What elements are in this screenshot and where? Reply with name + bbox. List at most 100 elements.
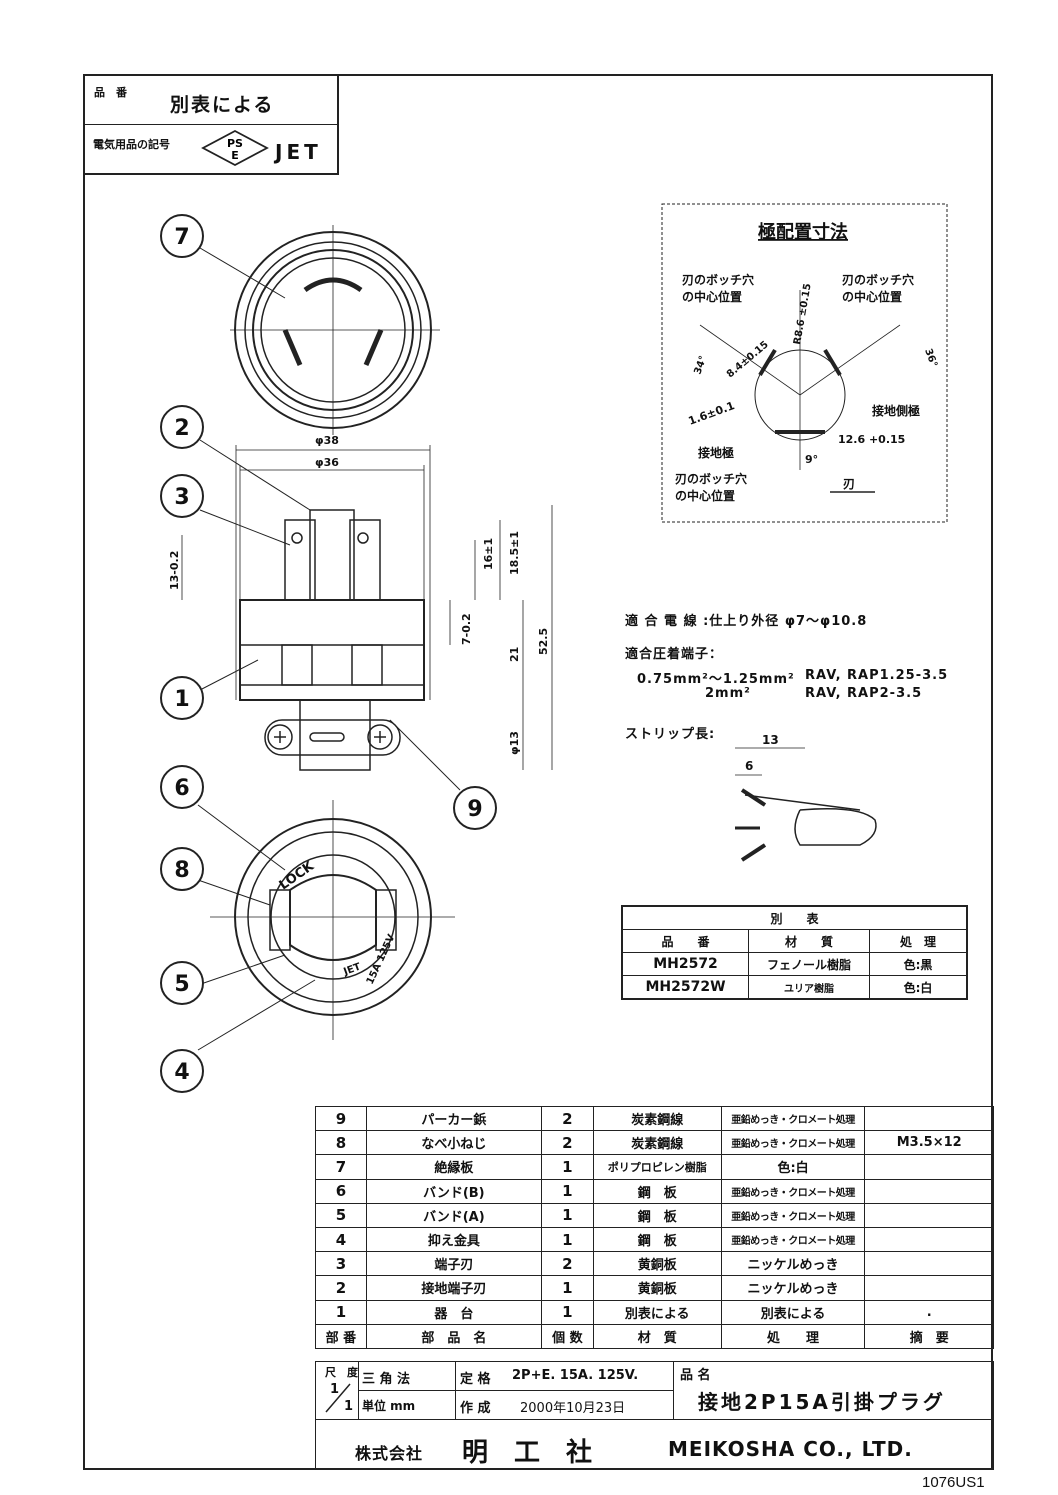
column-header: 部 番 xyxy=(315,1323,367,1349)
symbol-label: 電気用品の記号 xyxy=(93,138,170,151)
table-cell: 別表による xyxy=(592,1299,722,1325)
note-crimp-title: 適合圧着端子： xyxy=(625,647,724,662)
column-header: 個 数 xyxy=(540,1323,594,1349)
table-cell: 8 xyxy=(315,1130,367,1156)
variant-title: 別 表 xyxy=(621,905,968,930)
table-cell: 1 xyxy=(315,1299,367,1325)
pole-earth: 接地極 xyxy=(698,445,734,460)
table-cell: 亜鉛めっき・クロメート処理 xyxy=(720,1202,866,1228)
dim-36: φ36 xyxy=(315,456,339,469)
made-value: 2000年10月23日 xyxy=(520,1401,626,1416)
pole-center-tr-2: の中心位置 xyxy=(842,289,902,304)
table-cell: 亜鉛めっき・クロメート処理 xyxy=(720,1105,866,1132)
table-row: 5 バンド(A) 1 鋼 板 亜鉛めっき・クロメート処理 xyxy=(315,1202,994,1228)
scale-top: 1 xyxy=(330,1382,340,1397)
table-cell: 9 xyxy=(315,1105,367,1132)
product-name: 接地2P15A引掛プラグ xyxy=(698,1390,946,1414)
pole-a36: 36° xyxy=(922,347,939,369)
dim-16: 16±1 xyxy=(482,538,495,570)
table-cell: 2 xyxy=(315,1275,367,1301)
table-cell: 5 xyxy=(315,1202,367,1228)
company-box xyxy=(315,1419,994,1470)
table-cell: 絶縁板 xyxy=(365,1154,542,1180)
variant-header: 材 質 xyxy=(748,929,870,953)
pole-earth-side: 接地側極 xyxy=(872,403,920,418)
callout-8: 8 xyxy=(174,858,189,883)
variant-cell: 色:黒 xyxy=(869,952,968,976)
pole-a9: 9° xyxy=(805,453,818,466)
table-cell: 1 xyxy=(540,1299,594,1325)
note-crimp1-size: 0.75mm²～1.25mm² xyxy=(637,672,795,687)
table-row: 2 接地端子刃 1 黄銅板 ニッケルめっき xyxy=(315,1275,994,1301)
table-cell: 鋼 板 xyxy=(592,1178,722,1204)
table-cell: 器 台 xyxy=(365,1299,542,1325)
pse-text-2: E xyxy=(231,149,239,162)
table-cell: 1 xyxy=(540,1226,594,1253)
table-cell: 1 xyxy=(540,1275,594,1301)
column-header: 材 質 xyxy=(592,1323,722,1349)
table-cell: 1 xyxy=(540,1178,594,1204)
pole-center-bl-2: の中心位置 xyxy=(675,488,735,503)
dim-18-5: 18.5±1 xyxy=(508,531,521,575)
company-jp-name: 明 工 社 xyxy=(462,1438,593,1468)
table-row: 9 パーカー鋲 2 炭素鋼線 亜鉛めっき・クロメート処理 xyxy=(315,1105,994,1132)
dim-52-5: 52.5 xyxy=(537,628,550,655)
note-crimp2-type: RAV, RAP2-3.5 xyxy=(805,686,923,701)
variant-cell: MH2572W xyxy=(621,975,749,1000)
plug-jet-text: JET xyxy=(341,961,362,978)
rating-label: 定 格 xyxy=(460,1372,491,1387)
hinban-value: 別表による xyxy=(170,94,275,116)
scale-label: 尺 度 xyxy=(325,1366,358,1379)
column-header: 部 品 名 xyxy=(365,1323,542,1349)
variant-cell: フェノール樹脂 xyxy=(748,952,870,976)
table-cell: M3.5×12 xyxy=(864,1130,994,1156)
table-row: 6 バンド(B) 1 鋼 板 亜鉛めっき・クロメート処理 xyxy=(315,1178,994,1204)
made-label: 作 成 xyxy=(460,1401,491,1416)
table-cell xyxy=(864,1154,994,1180)
table-cell: 鋼 板 xyxy=(592,1226,722,1253)
hinban-row xyxy=(83,74,337,125)
note-strip-title: ストリップ長: xyxy=(625,727,716,742)
table-cell: 亜鉛めっき・クロメート処理 xyxy=(720,1178,866,1204)
table-row: 3 端子刃 2 黄銅板 ニッケルめっき xyxy=(315,1251,994,1277)
table-cell xyxy=(864,1202,994,1228)
table-cell xyxy=(864,1105,994,1132)
hinban-label: 品 番 xyxy=(94,86,127,99)
table-cell: バンド(A) xyxy=(365,1202,542,1228)
table-cell: なべ小ねじ xyxy=(365,1130,542,1156)
jet-mark: JET xyxy=(275,140,322,164)
table-cell: . xyxy=(864,1299,994,1325)
table-cell: 鋼 板 xyxy=(592,1202,722,1228)
table-cell: 亜鉛めっき・クロメート処理 xyxy=(720,1130,866,1156)
callout-7: 7 xyxy=(174,225,189,250)
table-cell xyxy=(864,1226,994,1253)
note-crimp1-type: RAV, RAP1.25-3.5 xyxy=(805,668,949,683)
table-cell: パーカー鋲 xyxy=(365,1105,542,1132)
strip-13: 13 xyxy=(762,733,779,747)
callout-9: 9 xyxy=(467,797,482,822)
table-cell: 1 xyxy=(540,1154,594,1180)
table-cell: 黄銅板 xyxy=(592,1275,722,1301)
table-cell xyxy=(864,1178,994,1204)
callout-1: 1 xyxy=(174,687,189,712)
table-cell: バンド(B) xyxy=(365,1178,542,1204)
header-block xyxy=(83,74,339,175)
table-cell: 1 xyxy=(540,1202,594,1228)
note-crimp2-size: 2mm² xyxy=(705,686,751,701)
name-label: 品 名 xyxy=(680,1368,711,1383)
table-cell: 色:白 xyxy=(720,1154,866,1180)
dim-21: 21 xyxy=(508,647,521,662)
strip-6: 6 xyxy=(745,759,753,773)
table-cell xyxy=(864,1275,994,1301)
table-row: 4 抑え金具 1 鋼 板 亜鉛めっき・クロメート処理 xyxy=(315,1226,994,1253)
parts-table: 9 パーカー鋲 2 炭素鋼線 亜鉛めっき・クロメート処理 8 なべ小ねじ 2 炭… xyxy=(315,1105,994,1349)
table-cell: ポリプロピレン樹脂 xyxy=(592,1154,722,1180)
plug-lock-text: LOCK xyxy=(277,858,318,893)
pole-center-tr-1: 刃のボッチ穴 xyxy=(842,272,914,287)
table-cell: 2 xyxy=(540,1251,594,1277)
pse-diamond-icon: PS E xyxy=(201,129,269,167)
table-cell: 炭素鋼線 xyxy=(592,1105,722,1132)
variant-header: 品 番 xyxy=(621,929,749,953)
pole-blade: 刃 xyxy=(843,477,855,491)
